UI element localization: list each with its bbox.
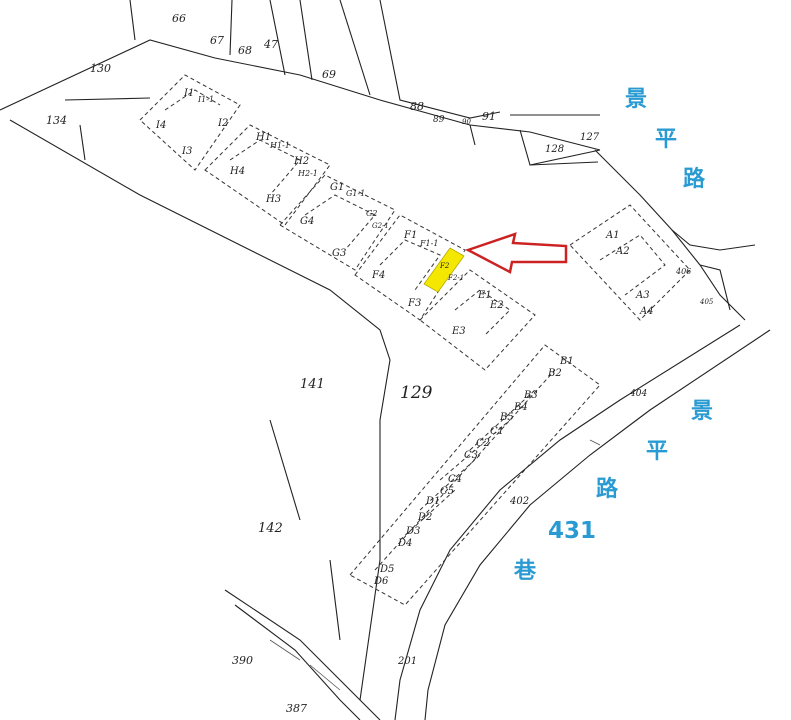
unit-label: C2 bbox=[476, 438, 490, 449]
unit-label: C1 bbox=[490, 426, 504, 437]
unit-label: H2 bbox=[293, 156, 309, 167]
lane-number: 431 bbox=[548, 518, 596, 544]
unit-label: F3 bbox=[407, 298, 421, 309]
unit-label: B5 bbox=[499, 412, 514, 423]
parcel-number: 69 bbox=[322, 68, 336, 81]
unit-labels: I1 I1-1 I2 I3 I4 H1 H1-1 H2 H2-1 H3 H4 G… bbox=[155, 88, 654, 587]
parcel-number: 142 bbox=[258, 521, 283, 536]
unit-label: G1 bbox=[330, 182, 344, 193]
unit-label: H1 bbox=[255, 132, 271, 143]
parcel-number: 404 bbox=[629, 389, 647, 399]
road-labels: 景 平 路 景 平 路 431 巷 bbox=[513, 87, 713, 584]
road-label-char: 景 bbox=[691, 399, 713, 424]
parcel-number: 402 bbox=[509, 496, 529, 507]
unit-label: G4 bbox=[300, 216, 314, 227]
unit-label: F2-1 bbox=[447, 274, 464, 282]
unit-label: A1 bbox=[605, 230, 620, 241]
unit-label: I1-1 bbox=[197, 95, 214, 104]
unit-label: H1-1 bbox=[269, 141, 290, 150]
unit-label: G1-1 bbox=[346, 189, 365, 198]
unit-label: B2 bbox=[547, 368, 562, 379]
unit-label: A4 bbox=[639, 306, 654, 317]
parcel-number: 88 bbox=[410, 100, 424, 113]
unit-label: C5 bbox=[440, 486, 454, 497]
parcel-number: 66 bbox=[172, 12, 186, 25]
parcel-number: 405 bbox=[699, 298, 714, 306]
unit-label: F2 bbox=[439, 262, 450, 270]
boundary-lines bbox=[0, 0, 771, 720]
road-label-char: 平 bbox=[655, 127, 677, 152]
unit-label: E2 bbox=[489, 300, 504, 311]
unit-label: H3 bbox=[265, 194, 281, 205]
parcel-number: 201 bbox=[397, 656, 417, 667]
parcel-number: 128 bbox=[545, 144, 564, 155]
unit-label: D3 bbox=[405, 526, 420, 537]
unit-label: F1 bbox=[403, 230, 417, 241]
unit-label: A3 bbox=[635, 290, 650, 301]
parcel-number: 89 bbox=[433, 115, 445, 125]
road-label-char: 路 bbox=[596, 476, 619, 502]
unit-label: I2 bbox=[217, 118, 228, 129]
unit-label: D2 bbox=[417, 512, 432, 523]
parcel-number: 390 bbox=[232, 654, 253, 667]
unit-label: G3 bbox=[332, 248, 346, 259]
parcel-number: 67 bbox=[210, 34, 224, 47]
unit-label: F1-1 bbox=[419, 239, 438, 248]
parcel-number: 68 bbox=[238, 44, 252, 57]
parcel-number: 47 bbox=[263, 38, 278, 51]
parcel-number: 129 bbox=[400, 383, 433, 403]
unit-label: D5 bbox=[379, 564, 394, 575]
pointer-arrow-icon bbox=[464, 232, 568, 274]
parcel-number: 134 bbox=[46, 114, 67, 127]
parcel-numbers: 66 67 68 47 69 130 134 88 89 90 91 127 1… bbox=[46, 12, 714, 715]
unit-label: G2 bbox=[366, 209, 377, 218]
highlighted-unit bbox=[423, 247, 465, 293]
unit-label: I1 bbox=[183, 88, 194, 99]
road-label-char: 路 bbox=[683, 166, 706, 192]
unit-label: D6 bbox=[373, 576, 389, 587]
unit-label: H4 bbox=[229, 166, 245, 177]
parcel-number: 387 bbox=[286, 702, 307, 715]
road-label-char: 景 bbox=[625, 87, 647, 112]
lane-char: 巷 bbox=[513, 559, 537, 584]
unit-label: C3 bbox=[464, 450, 478, 461]
parcel-number: 91 bbox=[482, 110, 496, 123]
unit-label: A2 bbox=[615, 246, 630, 257]
unit-label: F4 bbox=[371, 270, 385, 281]
unit-label: G2-1 bbox=[372, 222, 389, 230]
unit-label: E1 bbox=[477, 290, 492, 301]
road-label-char: 平 bbox=[646, 439, 668, 464]
unit-label: B4 bbox=[513, 402, 528, 413]
unit-label: E3 bbox=[451, 326, 466, 337]
unit-label: I4 bbox=[155, 120, 166, 131]
unit-label: B3 bbox=[523, 390, 538, 401]
unit-label: C4 bbox=[448, 474, 462, 485]
unit-label: I3 bbox=[181, 146, 192, 157]
parcel-number: 90 bbox=[462, 118, 471, 126]
parcel-number: 127 bbox=[580, 132, 600, 143]
unit-label: B1 bbox=[559, 356, 574, 367]
unit-label: D4 bbox=[397, 538, 412, 549]
parcel-number: 141 bbox=[300, 377, 325, 392]
parcel-number: 406 bbox=[675, 267, 691, 276]
parcel-number: 130 bbox=[90, 62, 111, 75]
unit-label: D1 bbox=[425, 496, 440, 507]
lot-outlines bbox=[139, 74, 691, 606]
unit-label: H2-1 bbox=[297, 169, 318, 178]
